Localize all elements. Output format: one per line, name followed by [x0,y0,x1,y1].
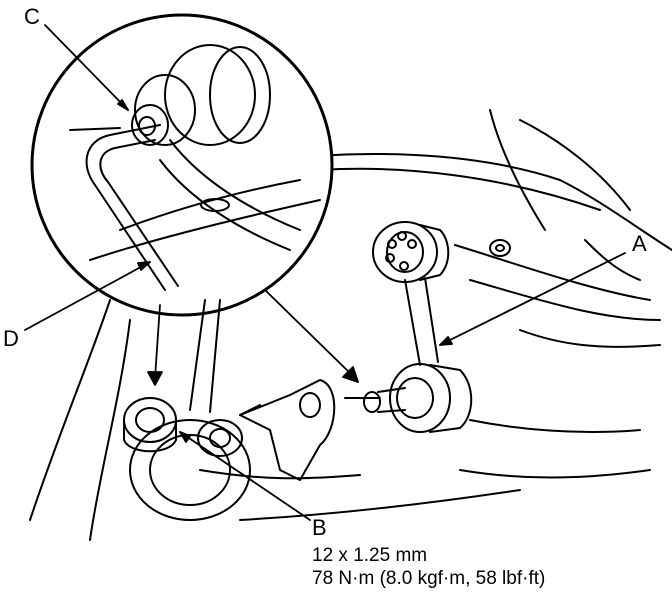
spec-b-torque: 78 N·m (8.0 kgf·m, 58 lbf·ft) [312,568,546,589]
detail-circle [30,13,334,317]
stabilizer-link-assembly [123,221,473,521]
callout-b: B [312,515,327,540]
callout-c: C [24,4,40,29]
callout-d: D [3,326,19,351]
spec-b-thread: 12 x 1.25 mm [312,545,428,566]
leader-lines [24,24,626,521]
callout-a: A [632,231,647,256]
